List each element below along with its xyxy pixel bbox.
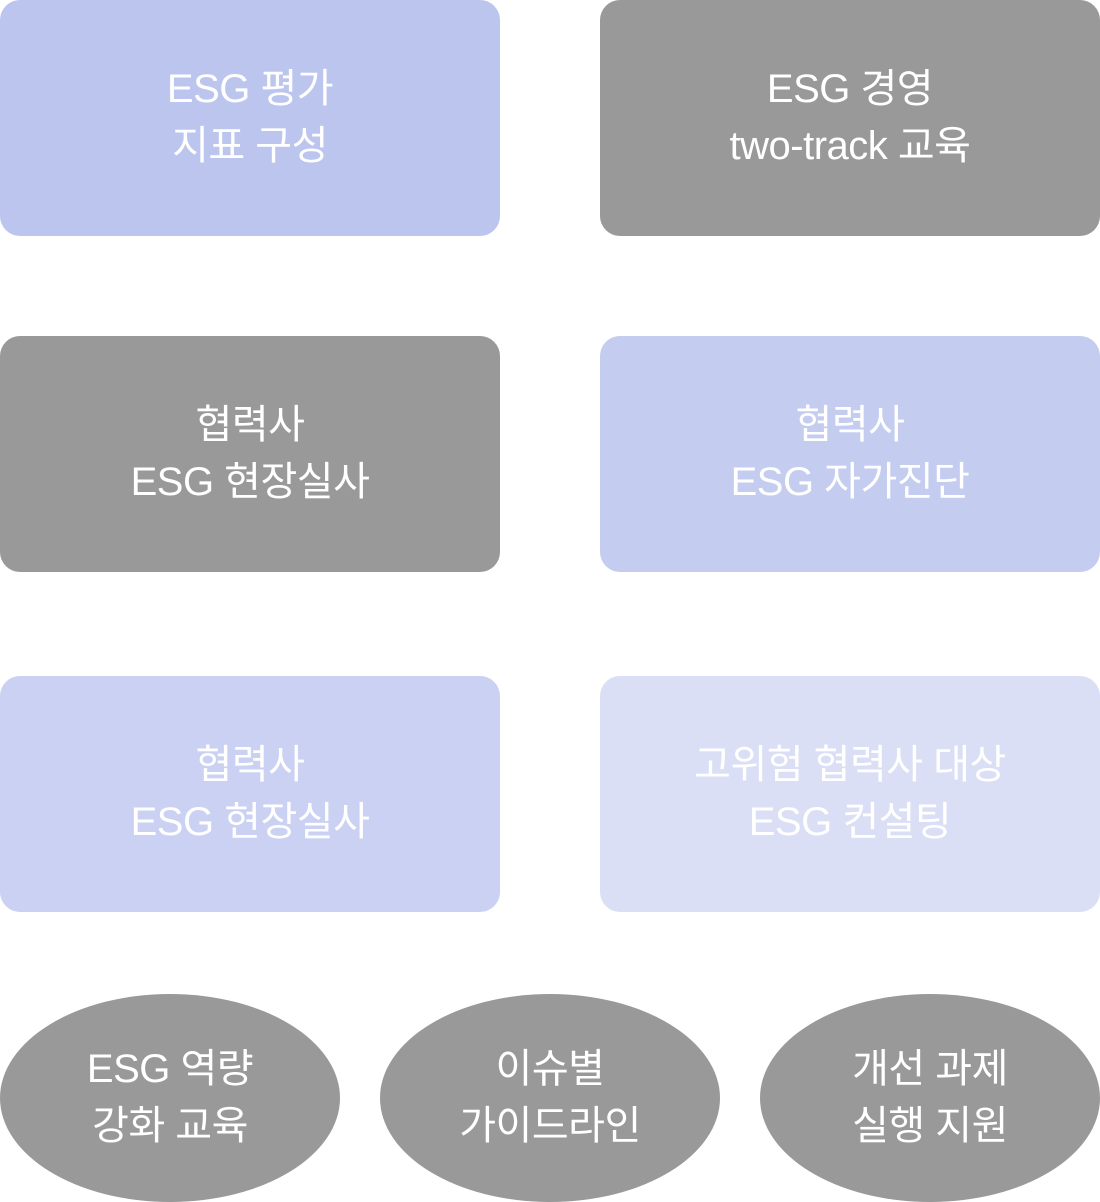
box-label-line-2: ESG 자가진단 <box>730 460 970 504</box>
pill-improvement-support: 개선 과제 실행 지원 <box>760 994 1100 1202</box>
box-partner-self-assessment: 협력사 ESG 자가진단 <box>600 336 1100 572</box>
box-high-risk-consulting: 고위험 협력사 대상 ESG 컨설팅 <box>600 676 1100 912</box>
box-partner-onsite-audit: 협력사 ESG 현장실사 <box>0 336 500 572</box>
box-label-line-2: 지표 구성 <box>172 124 328 168</box>
box-label-line-2: ESG 현장실사 <box>130 460 370 504</box>
box-label-line-2: ESG 컨설팅 <box>748 800 952 844</box>
pill-esg-capability-education: ESG 역량 강화 교육 <box>0 994 340 1202</box>
box-label-line-1: 협력사 <box>795 403 905 447</box>
pill-label-line-1: ESG 역량 <box>86 1047 254 1091</box>
box-esg-evaluation-indicators: ESG 평가 지표 구성 <box>0 0 500 236</box>
box-label-line-1: ESG 경영 <box>766 67 934 111</box>
pill-label-line-1: 개선 과제 <box>852 1047 1008 1091</box>
pill-label-line-2: 실행 지원 <box>852 1104 1008 1148</box>
box-label-line-1: 협력사 <box>195 403 305 447</box>
box-label-line-2: two-track 교육 <box>729 124 971 168</box>
box-label-line-1: ESG 평가 <box>166 67 334 111</box>
pill-label-line-2: 가이드라인 <box>459 1104 641 1148</box>
pill-label-line-1: 이슈별 <box>495 1047 605 1091</box>
box-label-line-1: 고위험 협력사 대상 <box>694 743 1006 787</box>
box-label-line-1: 협력사 <box>195 743 305 787</box>
pill-issue-guidelines: 이슈별 가이드라인 <box>380 994 720 1202</box>
box-partner-onsite-audit-2: 협력사 ESG 현장실사 <box>0 676 500 912</box>
box-esg-two-track-education: ESG 경영 two-track 교육 <box>600 0 1100 236</box>
pill-label-line-2: 강화 교육 <box>92 1104 248 1148</box>
box-label-line-2: ESG 현장실사 <box>130 800 370 844</box>
